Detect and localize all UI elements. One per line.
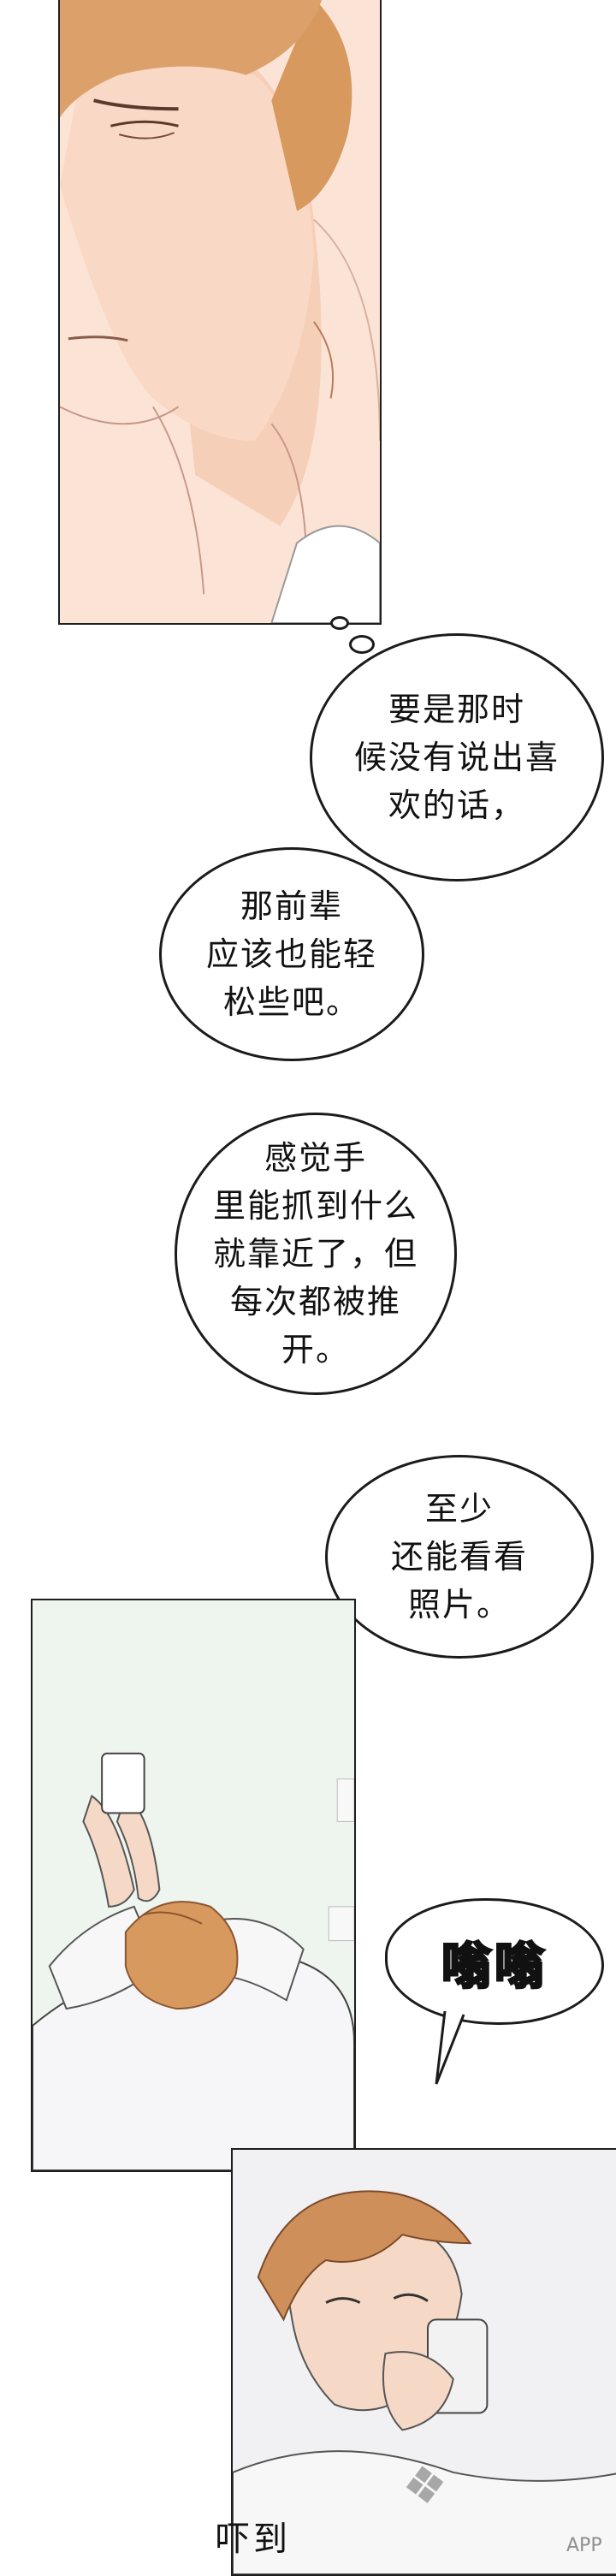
sfx-burst-bubble: 嗡嗡 bbox=[385, 1898, 604, 2025]
thought-bubble-2: 那前辈 应该也能轻 松些吧。 bbox=[159, 847, 424, 1061]
thought-tail-dot bbox=[330, 616, 349, 630]
watermark-logo: ❖ bbox=[398, 2453, 453, 2520]
sfx-buzz-text: 嗡嗡 bbox=[440, 1936, 548, 1997]
watermark-app-text: APP bbox=[566, 2535, 602, 2556]
startled-face-art bbox=[233, 2150, 616, 2574]
dialogue-text-3: 感觉手 里能抓到什么 就靠近了，但 每次都被推 开。 bbox=[212, 1139, 418, 1368]
bed-scene-art bbox=[33, 1600, 354, 2170]
face-closeup-art bbox=[60, 0, 380, 623]
thought-bubble-4: 至少 还能看看 照片。 bbox=[325, 1455, 594, 1659]
dialogue-text-4: 至少 还能看看 照片。 bbox=[390, 1490, 528, 1623]
thought-tail-dot bbox=[349, 635, 375, 654]
dialogue-text-1: 要是那时 候没有说出喜 欢的话， bbox=[353, 691, 560, 824]
sfx-tail bbox=[435, 2011, 465, 2085]
thought-bubble-3: 感觉手 里能抓到什么 就靠近了，但 每次都被推 开。 bbox=[175, 1113, 457, 1395]
panel-lying-in-bed bbox=[31, 1599, 356, 2172]
panel-closeup-face bbox=[58, 0, 382, 625]
thought-bubble-1: 要是那时 候没有说出喜 欢的话， bbox=[310, 633, 604, 881]
dialogue-text-2: 那前辈 应该也能轻 松些吧。 bbox=[205, 887, 377, 1021]
caption-startled: 吓到 bbox=[216, 2520, 291, 2559]
panel-startled bbox=[231, 2148, 616, 2576]
